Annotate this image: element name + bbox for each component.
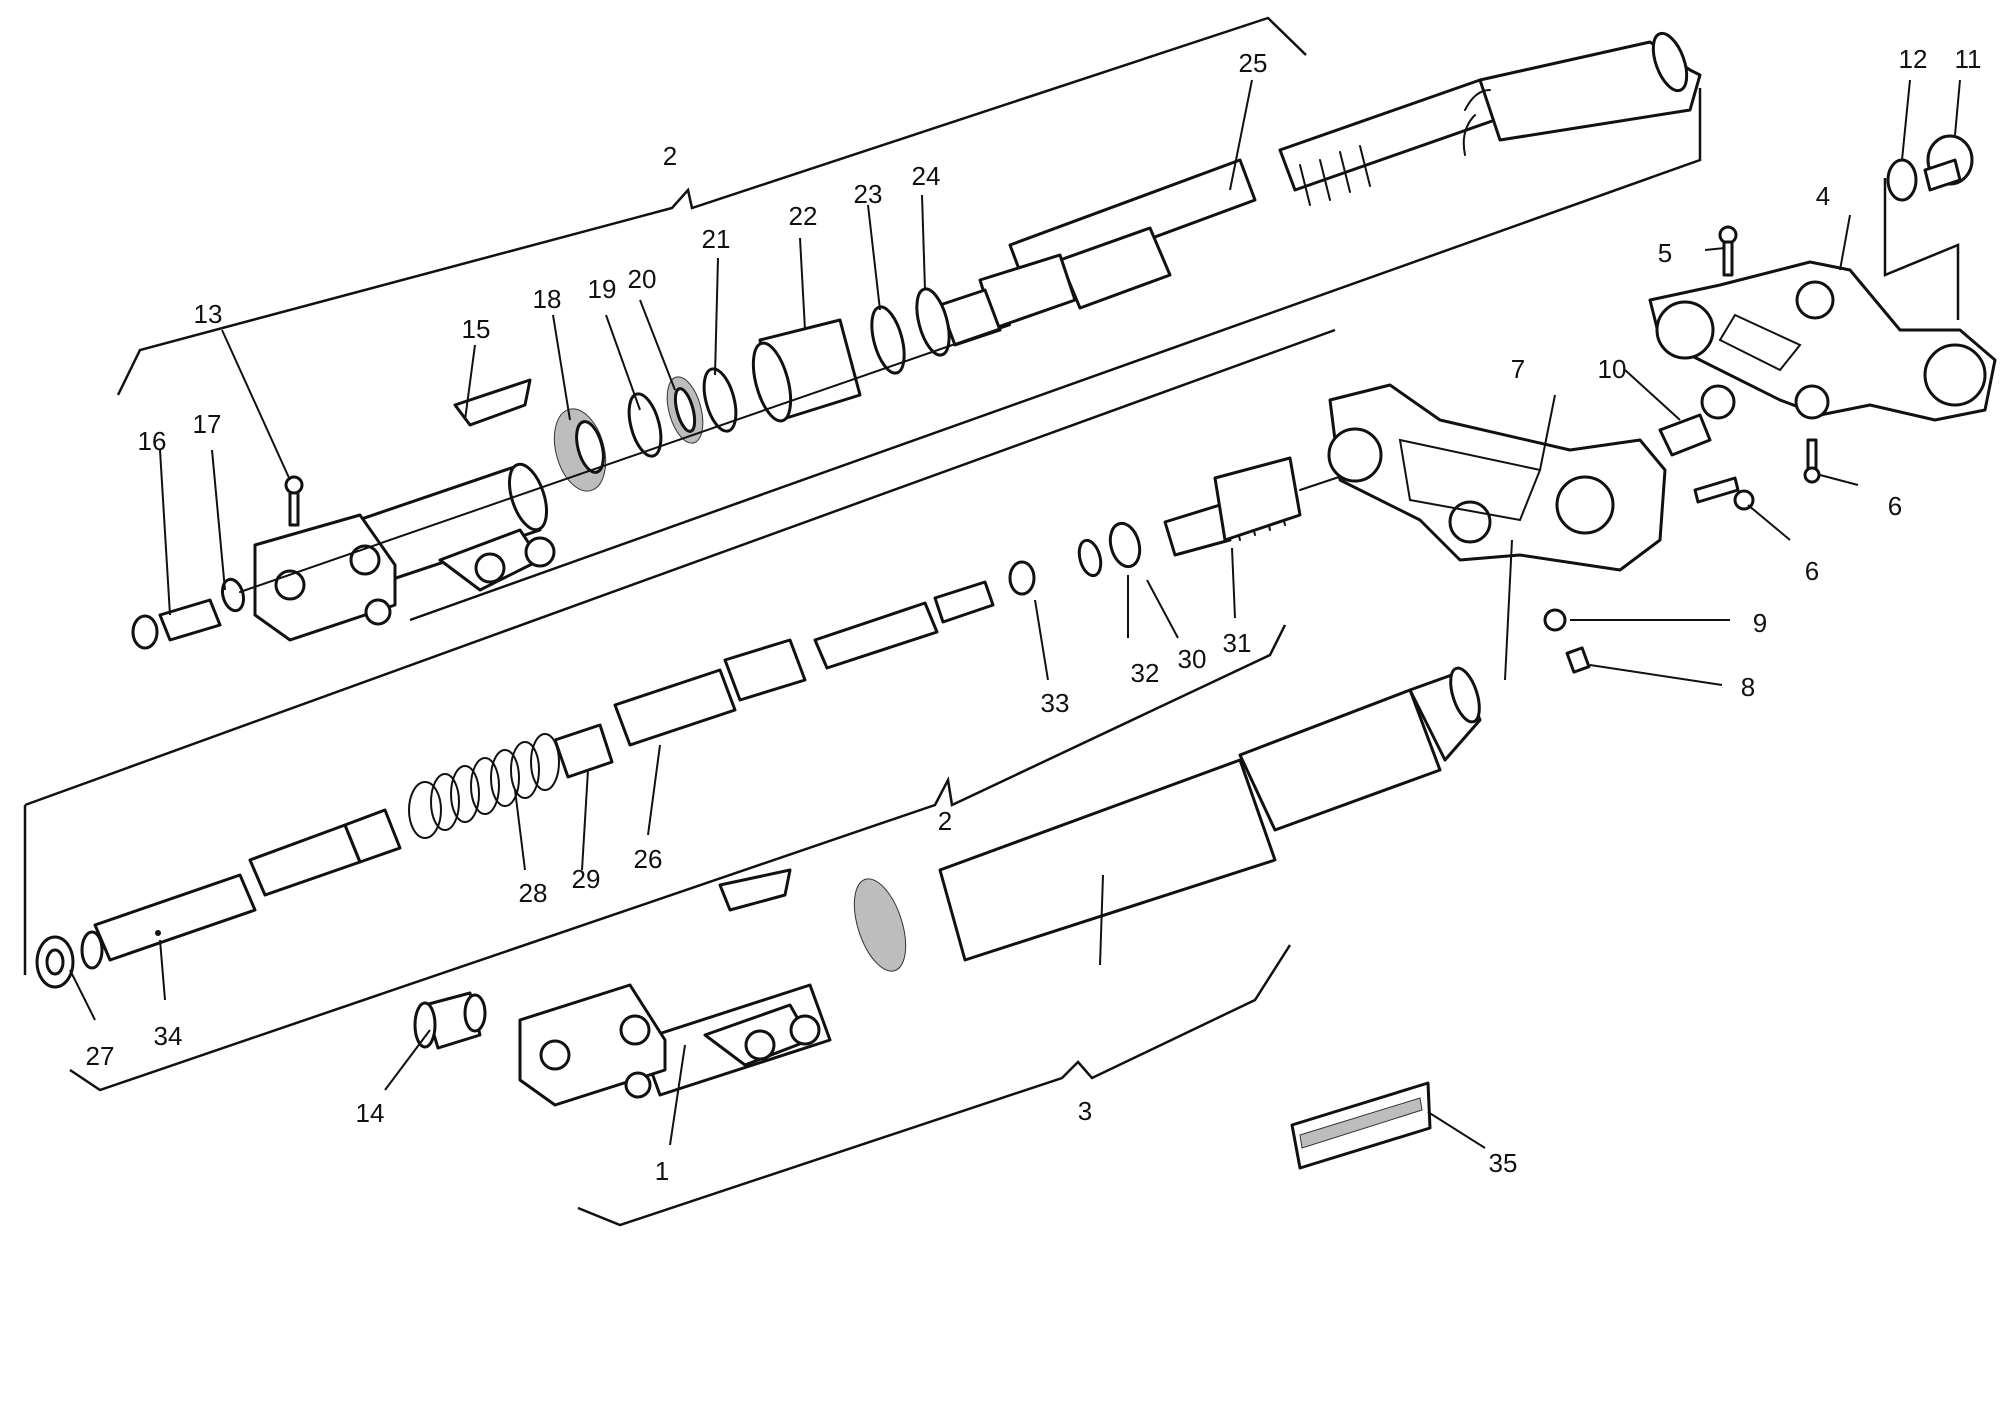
- bracket-middle-assembly-left: [24, 328, 1336, 807]
- callout-9: 9: [1753, 608, 1767, 638]
- callout-8: 8: [1741, 672, 1755, 702]
- lower-triple-clamp: [1327, 383, 1667, 572]
- callout-26: 26: [634, 844, 663, 874]
- callout-13: 13: [194, 299, 223, 329]
- callout-16: 16: [138, 426, 167, 456]
- callout-14: 14: [356, 1098, 385, 1128]
- callout-29: 29: [572, 864, 601, 894]
- leader-lines: [69, 79, 1961, 1149]
- callout-22: 22: [789, 201, 818, 231]
- callout-15: 15: [462, 314, 491, 344]
- callout-10: 10: [1598, 354, 1627, 384]
- callout-1: 1: [655, 1156, 669, 1186]
- callout-25: 25: [1239, 48, 1268, 78]
- callout-3: 3: [1078, 1096, 1092, 1126]
- callout-2-middle: 2: [938, 806, 952, 836]
- bracket-upper-assembly-right: [409, 88, 1702, 622]
- hardware-small: [1543, 134, 1974, 674]
- label-tag: [1290, 1081, 1432, 1170]
- callout-5: 5: [1658, 238, 1672, 268]
- callout-2-upper: 2: [663, 141, 677, 171]
- callout-20: 20: [628, 264, 657, 294]
- bracket-lower-assembly: [577, 944, 1292, 1227]
- damper-cartridge: [35, 456, 1361, 989]
- callout-28: 28: [519, 878, 548, 908]
- callout-21: 21: [702, 224, 731, 254]
- callout-18: 18: [533, 284, 562, 314]
- callout-27: 27: [86, 1041, 115, 1071]
- lower-fork-leg: [413, 666, 1482, 1107]
- callout-labels: 1 2 2 3 4 5 6 6 7 8 9 10 11 12 13 14 15 …: [86, 44, 1982, 1186]
- bracket-upper-assembly: [116, 16, 1307, 396]
- callout-17: 17: [193, 409, 222, 439]
- callout-35: 35: [1489, 1148, 1518, 1178]
- bracket-top-cap: [1883, 178, 1960, 320]
- callout-24: 24: [912, 161, 941, 191]
- callout-32: 32: [1131, 658, 1160, 688]
- upper-triple-clamp: [1648, 260, 1997, 422]
- bracket-middle-assembly: [23, 624, 1287, 1092]
- callout-11: 11: [1955, 44, 1982, 74]
- callout-23: 23: [854, 179, 883, 209]
- callout-12: 12: [1899, 44, 1928, 74]
- callout-6-upper: 6: [1888, 491, 1902, 521]
- callout-31: 31: [1223, 628, 1252, 658]
- callout-33: 33: [1041, 688, 1070, 718]
- callout-30: 30: [1178, 644, 1207, 674]
- callout-34: 34: [154, 1021, 183, 1051]
- callout-4: 4: [1816, 181, 1830, 211]
- callout-6-lower: 6: [1805, 556, 1819, 586]
- callout-7: 7: [1511, 354, 1525, 384]
- upper-fork-tube: [131, 31, 1702, 650]
- callout-19: 19: [588, 274, 617, 304]
